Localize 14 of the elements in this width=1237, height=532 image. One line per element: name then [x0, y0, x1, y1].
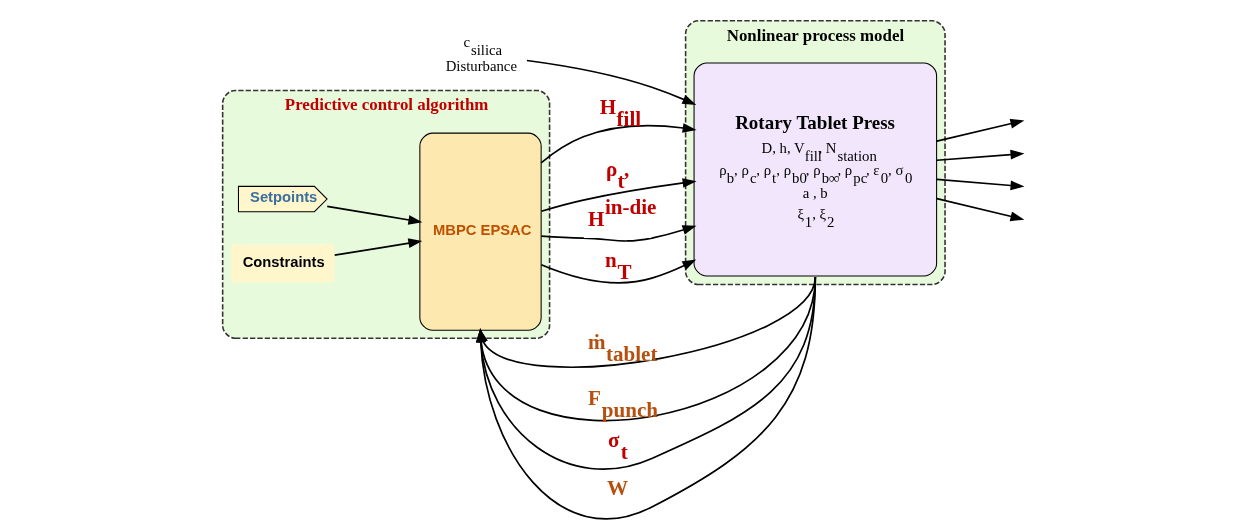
arrow: [540, 178, 697, 213]
arrow: [936, 118, 1025, 142]
node-box: MBPC EPSAC: [419, 132, 542, 331]
edge-label: W: [607, 476, 629, 501]
arrow: [936, 178, 1025, 191]
arrow: [333, 238, 423, 256]
arrow: [936, 149, 1025, 162]
arrow: [326, 205, 423, 225]
arrow: [936, 197, 1025, 222]
arrow: [540, 225, 697, 242]
arrow: [540, 259, 697, 284]
arrow: [526, 59, 697, 105]
arrow: [540, 123, 697, 164]
node-box: Constraints: [231, 244, 335, 283]
